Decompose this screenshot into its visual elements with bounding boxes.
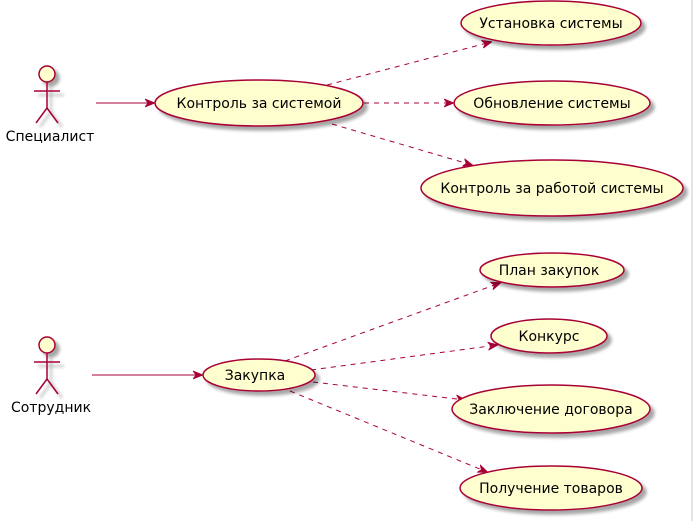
connectors — [92, 42, 500, 472]
usecase-tender[interactable]: Конкурс — [490, 318, 608, 354]
usecase-label: План закупок — [499, 263, 600, 279]
usecase-system-update[interactable]: Обновление системы — [453, 80, 651, 126]
usecase-system-work-control[interactable]: Контроль за работой системы — [420, 159, 684, 217]
dependency-arrow-purchase-to-purchase-plan — [284, 283, 500, 362]
usecase-system-control[interactable]: Контроль за системой — [154, 79, 364, 127]
dependency-arrow-system-control-to-system-work-control — [331, 123, 472, 165]
actor-employee[interactable]: Сотрудник — [11, 336, 91, 416]
usecase-label: Контроль за работой системы — [440, 181, 663, 197]
usecase-purchase-plan[interactable]: План закупок — [479, 252, 625, 288]
actor-specialist[interactable]: Специалист — [6, 65, 95, 145]
usecase-label: Установка системы — [479, 16, 622, 32]
dependency-arrow-system-control-to-system-install — [326, 42, 491, 86]
usecase-label: Заключение договора — [469, 402, 632, 418]
usecase-purchase[interactable]: Закупка — [202, 358, 316, 392]
usecase-goods-receipt[interactable]: Получение товаров — [459, 465, 643, 511]
actor-label: Специалист — [6, 129, 95, 145]
usecase-label: Получение товаров — [479, 481, 623, 497]
usecase-label: Конкурс — [519, 329, 580, 345]
usecase-system-install[interactable]: Установка системы — [460, 0, 642, 46]
usecase-label: Контроль за системой — [177, 96, 342, 112]
dependency-arrow-purchase-to-contract — [312, 381, 465, 400]
actor-figure-icon — [34, 65, 60, 124]
actor-label: Сотрудник — [11, 400, 91, 416]
dependency-arrow-purchase-to-tender — [310, 345, 497, 371]
usecase-label: Закупка — [225, 368, 285, 384]
actor-figure-icon — [34, 336, 60, 395]
usecase-contract[interactable]: Заключение договора — [451, 384, 651, 434]
usecase-label: Обновление системы — [473, 96, 630, 112]
